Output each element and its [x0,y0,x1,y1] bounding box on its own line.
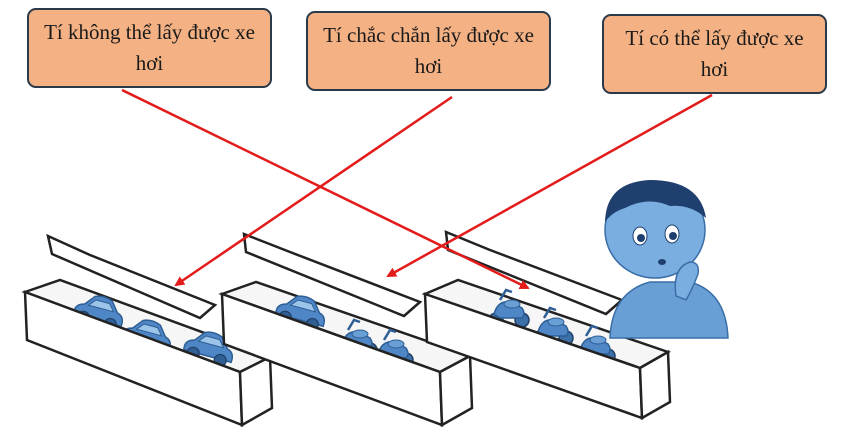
box-lid [242,232,423,318]
boy-hair [605,180,706,222]
label-cannot-get-car-text: Tí không thể lấy được xe hơi [44,20,255,75]
label-may-get-car-text: Tí có thể lấy được xe hơi [625,26,804,81]
box-lid [46,233,218,320]
toy-box-mixed [218,232,474,428]
arrow-box-b-to-car-box [174,95,453,287]
box-lid [444,230,625,316]
boy-shirt [609,281,729,339]
toy-box-cars [21,233,274,428]
arrow-box-c-to-mixed-box [386,93,713,278]
label-may-get-car: Tí có thể lấy được xe hơi [602,14,827,94]
label-certainly-gets-car: Tí chắc chắn lấy được xe hơi [306,11,551,91]
boy-figure [604,180,729,339]
boy-hand [674,261,700,301]
label-certainly-gets-car-text: Tí chắc chắn lấy được xe hơi [323,23,534,78]
label-cannot-get-car: Tí không thể lấy được xe hơi [27,8,272,88]
box-side [438,353,474,428]
box-side [638,349,672,421]
toy-box-motorbikes [421,230,672,421]
arrow-box-a-to-motorbike-box [121,88,530,290]
box-side [238,355,274,428]
